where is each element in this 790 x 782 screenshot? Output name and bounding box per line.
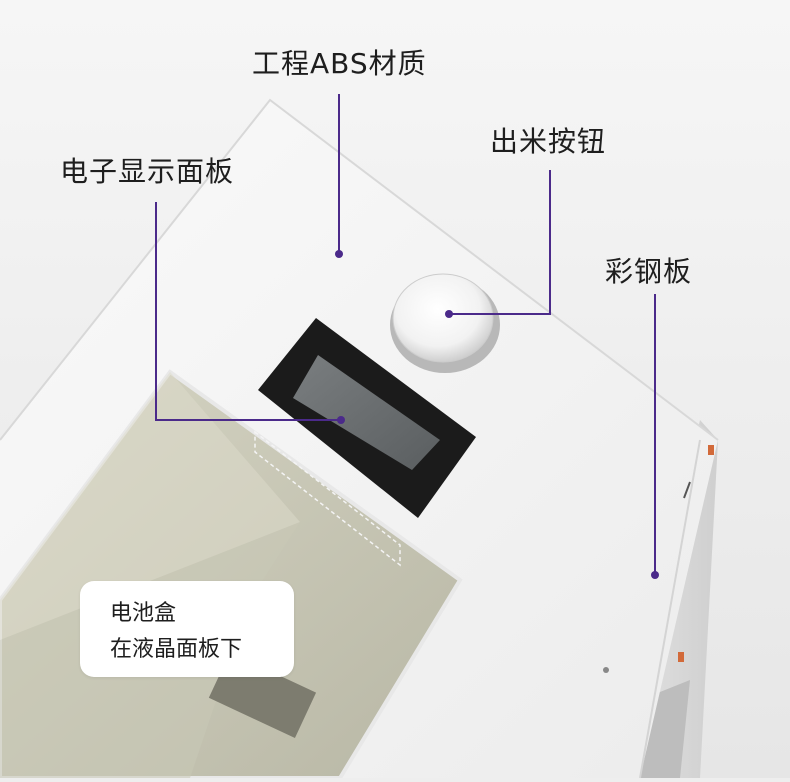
dot-material [335, 250, 343, 258]
dot-display [337, 416, 345, 424]
battery-box-outline [254, 430, 401, 567]
rice-button[interactable] [392, 273, 494, 363]
hopper-wall [0, 372, 300, 640]
leader-button [449, 170, 551, 315]
battery-callout: 电池盒 在液晶面板下 [80, 581, 294, 677]
callout-line-1: 电池盒 [110, 601, 177, 626]
screw-hole [603, 667, 609, 673]
orange-accent-2 [678, 652, 684, 662]
dot-steel [651, 571, 659, 579]
dot-button [445, 310, 453, 318]
orange-accent [708, 445, 714, 455]
label-display: 电子显示面板 [60, 155, 235, 188]
leader-display [155, 202, 341, 421]
callout-line-2: 在液晶面板下 [110, 637, 243, 662]
side-mark [683, 481, 691, 499]
leader-dots [335, 250, 659, 579]
label-material: 工程ABS材质 [252, 47, 427, 80]
label-steel: 彩钢板 [605, 255, 693, 288]
body-edge [0, 98, 719, 441]
leader-lines [155, 94, 656, 575]
side-edge [639, 439, 701, 779]
label-button: 出米按钮 [490, 125, 607, 158]
lcd-screen [293, 355, 440, 470]
